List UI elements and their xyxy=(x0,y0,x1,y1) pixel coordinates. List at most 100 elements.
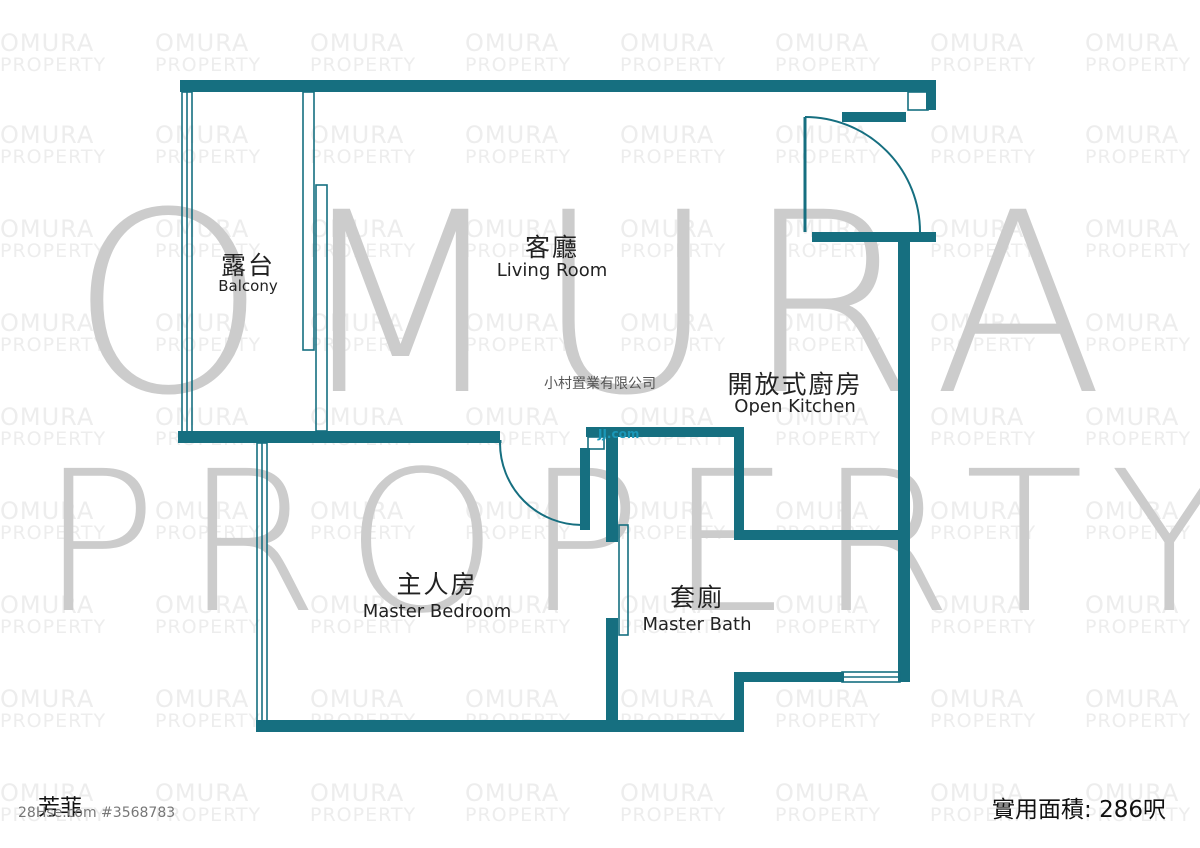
wall-bath-top xyxy=(586,427,744,437)
watermark-tile-line1: OMURA xyxy=(930,29,1025,57)
watermark-tile-line2: PROPERTY xyxy=(1085,522,1192,544)
watermark-tile-line1: OMURA xyxy=(620,29,715,57)
watermark-tile-line1: OMURA xyxy=(775,591,870,619)
watermark-tile-line2: PROPERTY xyxy=(620,54,727,76)
balcony-sliding-door-a xyxy=(302,91,315,351)
watermark-tile-line1: OMURA xyxy=(620,685,715,713)
watermark-tile-line1: OMURA xyxy=(310,779,405,807)
wall-top-right-step xyxy=(842,112,906,122)
watermark-tile-line2: PROPERTY xyxy=(465,616,572,638)
watermark-tile-line2: PROPERTY xyxy=(930,710,1037,732)
watermark-tile-line2: PROPERTY xyxy=(930,428,1037,450)
watermark-tile-line1: OMURA xyxy=(620,215,715,243)
listing-id: 28Hse.com #3568783 xyxy=(18,805,176,821)
wall-door-jamb xyxy=(580,448,590,530)
watermark-tile-line2: PROPERTY xyxy=(775,54,882,76)
watermark-tile-line2: PROPERTY xyxy=(0,54,107,76)
watermark-tile-line1: OMURA xyxy=(465,215,560,243)
wall-mid-horizontal-left xyxy=(178,431,500,443)
kitchen-label-zh: 開放式廚房 xyxy=(727,370,863,399)
watermark-tile-line1: OMURA xyxy=(310,309,405,337)
watermark-tile-line1: OMURA xyxy=(0,215,95,243)
watermark-tile-line2: PROPERTY xyxy=(1085,428,1192,450)
bath-label-en: Master Bath xyxy=(642,614,752,635)
watermark-tile-line2: PROPERTY xyxy=(465,804,572,826)
watermark-tile-line2: PROPERTY xyxy=(620,334,727,356)
watermark-tile-line1: OMURA xyxy=(155,403,250,431)
watermark-tile-line2: PROPERTY xyxy=(310,616,417,638)
wall-bath-kitchen xyxy=(734,530,910,540)
watermark-tile-line1: OMURA xyxy=(620,309,715,337)
watermark-tile-line1: OMURA xyxy=(775,29,870,57)
watermark-tile-line1: OMURA xyxy=(0,309,95,337)
watermark-tile-line1: OMURA xyxy=(155,497,250,525)
watermark-tile-line2: PROPERTY xyxy=(930,522,1037,544)
watermark-tile-line2: PROPERTY xyxy=(465,146,572,168)
watermark-tile-line2: PROPERTY xyxy=(620,522,727,544)
bedroom-door-arc xyxy=(499,442,583,526)
watermark-tile-line1: OMURA xyxy=(465,403,560,431)
watermark-tile-line1: OMURA xyxy=(0,497,95,525)
watermark-tile-line2: PROPERTY xyxy=(0,334,107,356)
watermark-tile-line2: PROPERTY xyxy=(465,522,572,544)
watermark-tile-line1: OMURA xyxy=(1085,121,1180,149)
watermark-tile-line1: OMURA xyxy=(310,685,405,713)
watermark-tile-line2: PROPERTY xyxy=(1085,54,1192,76)
watermark-tile-line1: OMURA xyxy=(1085,403,1180,431)
bath-label-zh: 套廁 xyxy=(669,583,725,612)
watermark-tile-line1: OMURA xyxy=(1085,309,1180,337)
watermark-tile-line2: PROPERTY xyxy=(155,54,262,76)
watermark-tile-line2: PROPERTY xyxy=(155,710,262,732)
watermark-tile-line2: PROPERTY xyxy=(310,522,417,544)
watermark-tile-line1: OMURA xyxy=(620,403,715,431)
balcony-label-en: Balcony xyxy=(218,277,278,295)
watermark-tile-line1: OMURA xyxy=(310,591,405,619)
watermark-tile-line2: PROPERTY xyxy=(310,146,417,168)
watermark-tile-line1: OMURA xyxy=(0,685,95,713)
watermark-tile-line2: PROPERTY xyxy=(0,240,107,262)
watermark-tile-line1: OMURA xyxy=(620,779,715,807)
watermark-tile-line1: OMURA xyxy=(155,591,250,619)
watermark-tile-line1: OMURA xyxy=(310,215,405,243)
kitchen-label-en: Open Kitchen xyxy=(734,396,856,417)
watermark-tile-line1: OMURA xyxy=(620,121,715,149)
watermark-tile-line1: OMURA xyxy=(775,403,870,431)
watermark-tile-line2: PROPERTY xyxy=(930,146,1037,168)
watermark-tile-line1: OMURA xyxy=(1085,29,1180,57)
watermark-tile-line1: OMURA xyxy=(155,779,250,807)
watermark-tile-line2: PROPERTY xyxy=(1085,240,1192,262)
watermark-tile-line1: OMURA xyxy=(930,309,1025,337)
watermark-tile-line1: OMURA xyxy=(465,497,560,525)
watermark-tile-line1: OMURA xyxy=(0,121,95,149)
watermark-tile-line2: PROPERTY xyxy=(0,428,107,450)
watermark-tile-line1: OMURA xyxy=(775,497,870,525)
